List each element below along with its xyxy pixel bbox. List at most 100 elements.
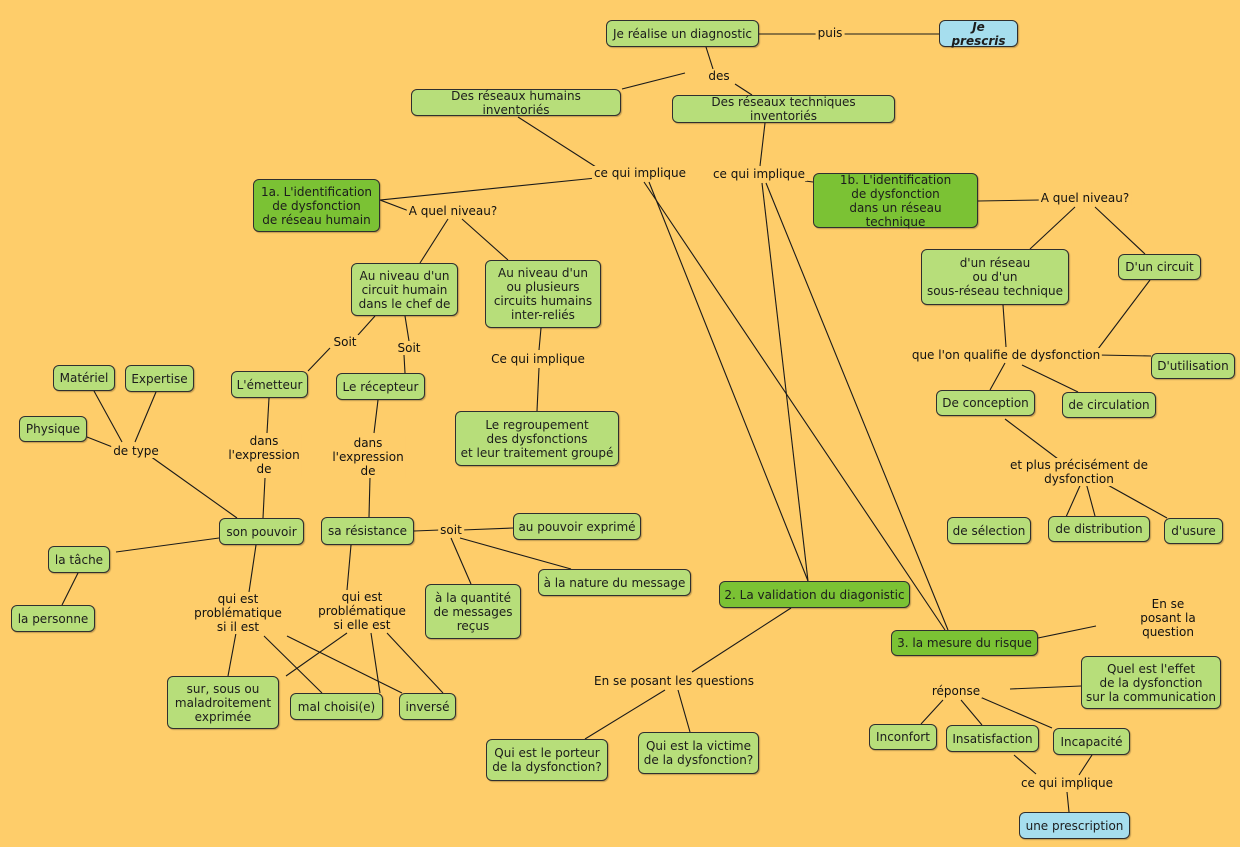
connector-line [461,527,514,531]
concept-effet-dysfonction[interactable]: Quel est l'effet de la dysfonction sur l… [1081,656,1221,709]
concept-prescris[interactable]: Je prescris [939,20,1018,48]
concept-regroupement[interactable]: Le regroupement des dysfonctions et leur… [455,411,619,466]
link-label-soit-low: soit [438,523,464,537]
concept-incapacite[interactable]: Incapacité [1053,728,1130,755]
link-label-question: En se posant la question [1132,597,1204,639]
connector-line [404,315,410,342]
concept-reseaux-techniques[interactable]: Des réseaux techniques inventoriés [672,95,895,123]
connector-line [379,177,597,201]
concept-circuit-humain[interactable]: Au niveau d'un circuit humain dans le ch… [351,263,458,316]
connector-line [1037,625,1097,639]
connector-line [134,391,157,443]
link-label-ce-qui-implique-bottom: ce qui implique [1018,776,1116,790]
connector-line [584,689,666,740]
connector-line [379,199,410,212]
concept-physique[interactable]: Physique [19,416,87,442]
connector-line [1097,279,1151,350]
concept-recepteur[interactable]: Le récepteur [336,373,425,400]
concept-mesure-risque[interactable]: 3. la mesure du risque [891,630,1038,656]
connector-line [373,399,379,434]
connector-line [1078,754,1093,776]
concept-nature-message[interactable]: à la nature du message [538,569,691,596]
concept-victime[interactable]: Qui est la victime de la dysfonction? [638,732,759,774]
link-label-dans-expression-1: dans l'expression de [226,434,302,476]
connector-line [979,696,1053,729]
connector-line [307,347,331,372]
connector-line [149,455,238,519]
concept-inconfort[interactable]: Inconfort [869,724,937,750]
connector-line [761,182,809,582]
concept-utilisation[interactable]: D'utilisation [1151,353,1235,379]
concept-diagnostic[interactable]: Je réalise un diagnostic [606,20,759,47]
connector-line [977,199,1041,202]
link-label-ce-qui-implique-left: ce qui implique [591,166,689,180]
connector-line [1009,685,1082,690]
concept-mal-choisi[interactable]: mal choisi(e) [290,693,383,720]
connector-line [538,327,542,351]
connector-line [621,72,686,90]
connector-line [285,632,348,677]
connector-line [1066,791,1070,813]
connector-line [61,572,79,606]
concept-prescription[interactable]: une prescription [1019,812,1130,839]
connector-line [989,362,1006,391]
concept-emetteur[interactable]: L'émetteur [231,371,308,398]
connector-line [286,635,403,694]
connector-line [419,218,449,264]
concept-circuits-inter-relies[interactable]: Au niveau d'un ou plusieurs circuits hum… [485,260,601,328]
connector-line [920,699,944,725]
link-label-dans-expression-2: dans l'expression de [330,436,406,478]
concept-validation[interactable]: 2. La validation du diagonistic [719,581,910,608]
link-label-ce-qui-implique-cap: Ce qui implique [489,352,587,366]
connector-line [648,181,809,582]
concept-circulation[interactable]: de circulation [1062,392,1156,418]
concept-reseaux-humains[interactable]: Des réseaux humains inventoriés [411,89,621,117]
concept-distribution[interactable]: de distribution [1048,516,1150,542]
connector-line [461,218,509,261]
link-label-puis: puis [815,26,845,40]
connector-line [536,367,540,412]
concept-porteur[interactable]: Qui est le porteur de la dysfonction? [486,739,608,781]
concept-expertise[interactable]: Expertise [125,365,194,392]
connector-line [368,476,371,518]
concept-sa-resistance[interactable]: sa résistance [321,517,414,545]
concept-usure[interactable]: d'usure [1164,518,1223,544]
concept-tache[interactable]: la tâche [48,546,110,573]
concept-pouvoir-exprime[interactable]: au pouvoir exprimé [513,513,641,540]
link-label-soit-2: Soit [395,341,423,355]
connector-line [262,477,266,519]
concept-identification-technique[interactable]: 1b. L'identification de dysfonction dans… [813,173,978,229]
connector-line [357,315,376,336]
connector-line [734,83,753,96]
concept-identification-humain[interactable]: 1a. L'identification de dysfonction de r… [253,179,380,232]
concept-un-circuit[interactable]: D'un circuit [1118,254,1201,280]
link-label-des: des [706,69,732,83]
concept-selection[interactable]: de sélection [947,517,1031,544]
link-label-problematique-elle: qui est problématique si elle est [316,590,408,632]
link-label-reponse: réponse [929,684,983,698]
concept-materiel[interactable]: Matériel [53,365,115,391]
concept-son-pouvoir[interactable]: son pouvoir [219,518,304,545]
connector-line [1029,206,1076,250]
concept-conception[interactable]: De conception [936,390,1035,416]
connector-line [759,122,766,167]
connector-line [266,397,270,434]
link-label-questions: En se posant les questions [591,674,757,688]
link-label-qualifie: que l'on qualifie de dysfonction [909,348,1103,362]
link-label-a-quel-niveau-right: A quel niveau? [1038,191,1132,205]
connector-line [403,354,406,374]
connector-line [346,544,352,591]
concept-sur-sous-exprimee[interactable]: sur, sous ou maladroitement exprimée [167,676,279,729]
connector-line [450,537,472,585]
concept-quantite-messages[interactable]: à la quantité de messages reçus [425,584,521,639]
concept-inverse[interactable]: inversé [399,693,456,720]
connector-line [227,632,237,677]
connector-line [248,544,257,593]
concept-personne[interactable]: la personne [11,605,95,632]
concept-insatisfaction[interactable]: Insatisfaction [946,725,1039,752]
concept-reseau-technique[interactable]: d'un réseau ou d'un sous-réseau techniqu… [921,249,1069,305]
connector-line [1094,206,1146,255]
link-label-ce-qui-implique-right: ce qui implique [710,167,808,181]
connector-line [960,699,983,726]
